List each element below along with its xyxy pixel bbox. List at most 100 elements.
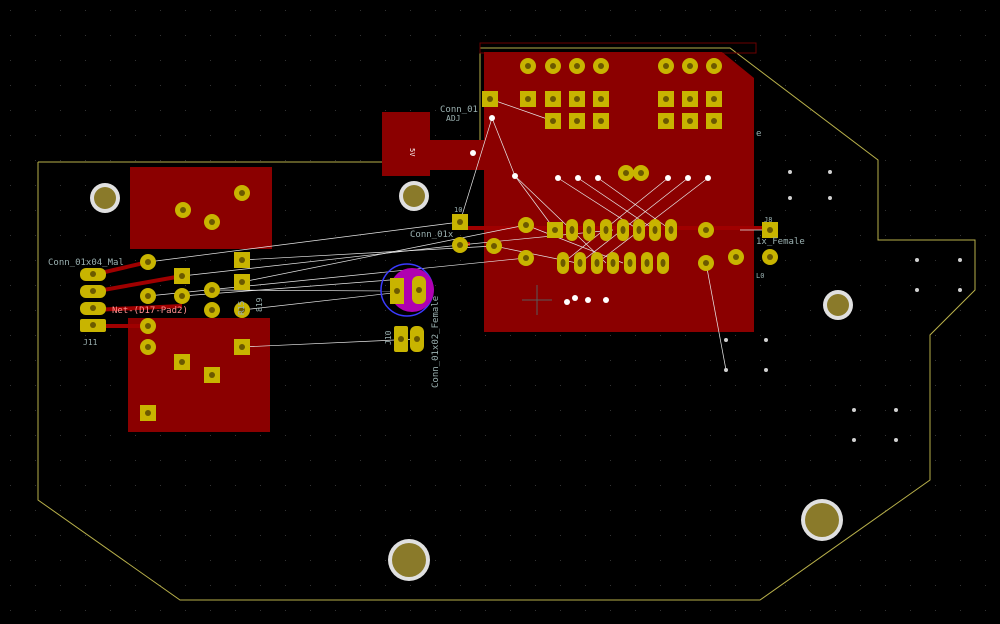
pad-icon[interactable]	[569, 113, 585, 129]
pad-icon[interactable]	[607, 252, 619, 274]
pad-icon[interactable]	[617, 219, 629, 241]
label-ref-819: 819	[255, 297, 264, 312]
label-conn-mid: Conn_01x	[410, 230, 454, 240]
pad-icon[interactable]	[204, 367, 220, 383]
mounting-holes	[90, 181, 853, 581]
pad-icon[interactable]	[658, 58, 674, 74]
pad-icon[interactable]	[706, 113, 722, 129]
pad-icon[interactable]	[547, 222, 563, 238]
net-label: Net-(D17-Pad2)	[112, 306, 188, 316]
label-ref-j8: J8	[764, 216, 772, 224]
pad-icon[interactable]	[665, 219, 677, 241]
pad-icon[interactable]	[574, 252, 586, 274]
label-conn-vertical: Conn_01x02_Female	[431, 296, 441, 388]
pad-icon[interactable]	[633, 165, 649, 181]
pad-icon[interactable]	[520, 91, 536, 107]
pad-icon[interactable]	[520, 58, 536, 74]
pad-icon[interactable]	[566, 219, 578, 241]
label-ref-10: 10	[454, 206, 462, 214]
label-conn-right-e: e	[756, 129, 761, 139]
pad-icon[interactable]	[545, 113, 561, 129]
pad-icon[interactable]	[140, 318, 156, 334]
pad-icon[interactable]	[762, 222, 778, 238]
pad-icon[interactable]	[545, 91, 561, 107]
label-ref-j10: J10	[384, 330, 393, 345]
pad-icon[interactable]	[591, 252, 603, 274]
mounting-hole-icon	[801, 499, 843, 541]
pad-icon[interactable]	[175, 202, 191, 218]
pad-icon[interactable]	[452, 237, 468, 253]
silkscreen-labels: Conn_01 ADJ Conn_01x 1x_Female e Conn_01…	[48, 105, 805, 388]
pad-icon[interactable]	[593, 113, 609, 129]
pad-icon[interactable]	[545, 58, 561, 74]
pad-icon[interactable]	[482, 91, 498, 107]
pad-icon[interactable]	[234, 252, 250, 268]
pad-icon[interactable]	[204, 214, 220, 230]
pad-icon[interactable]	[593, 91, 609, 107]
pad-icon[interactable]	[234, 185, 250, 201]
crosshair-icon	[522, 285, 552, 315]
label-conn-top-suffix: ADJ	[446, 114, 460, 123]
pad-icon[interactable]	[633, 219, 645, 241]
pad-icon[interactable]	[452, 214, 468, 230]
mounting-hole-icon	[823, 290, 853, 320]
pad-icon[interactable]	[234, 274, 250, 290]
pad-icon[interactable]	[569, 91, 585, 107]
pad-icon[interactable]	[583, 219, 595, 241]
pad-icon[interactable]	[557, 252, 569, 274]
pad-icon[interactable]	[174, 268, 190, 284]
pad-icon[interactable]	[706, 58, 722, 74]
regulator-label: 5V	[408, 148, 416, 157]
pad-icon[interactable]	[658, 113, 674, 129]
pad-icon[interactable]	[234, 302, 250, 318]
pad-icon[interactable]	[698, 255, 714, 271]
pad-icon[interactable]	[658, 91, 674, 107]
pad-icon[interactable]	[518, 217, 534, 233]
connector-conn-01x02[interactable]	[380, 263, 434, 317]
pad-icon[interactable]	[204, 302, 220, 318]
pad-icon[interactable]	[518, 250, 534, 266]
pad-icon[interactable]	[624, 252, 636, 274]
pad-icon[interactable]	[140, 254, 156, 270]
pad-icon[interactable]	[649, 219, 661, 241]
pad-icon[interactable]	[593, 58, 609, 74]
mounting-hole-icon	[90, 183, 120, 213]
pad-icon[interactable]	[140, 339, 156, 355]
label-ref-r15: R15	[237, 300, 246, 315]
pad-icon[interactable]	[618, 165, 634, 181]
pad-icon[interactable]	[600, 219, 612, 241]
pad-icon[interactable]	[682, 91, 698, 107]
pad-icon[interactable]	[706, 91, 722, 107]
copper-pour-left-top[interactable]	[130, 167, 272, 249]
label-ref-j11: J11	[83, 338, 98, 347]
label-conn-right: 1x_Female	[756, 237, 805, 247]
pad-icon[interactable]	[486, 238, 502, 254]
mounting-hole-icon	[399, 181, 429, 211]
pad-icon[interactable]	[174, 288, 190, 304]
connector-j10[interactable]	[394, 326, 424, 352]
pad-icon[interactable]	[204, 282, 220, 298]
label-conn-left: Conn_01x04_Mal	[48, 258, 124, 268]
pad-icon[interactable]	[682, 58, 698, 74]
label-ref-l0: L0	[756, 272, 764, 280]
connector-j11[interactable]	[80, 268, 106, 332]
pad-icon[interactable]	[174, 354, 190, 370]
pad-icon[interactable]	[728, 249, 744, 265]
pad-icon[interactable]	[140, 288, 156, 304]
pad-icon[interactable]	[698, 222, 714, 238]
pad-icon[interactable]	[641, 252, 653, 274]
vias	[470, 115, 962, 442]
pad-icon[interactable]	[762, 249, 778, 265]
mounting-hole-icon	[388, 539, 430, 581]
pad-icon[interactable]	[140, 405, 156, 421]
pads[interactable]	[140, 58, 778, 421]
pad-icon[interactable]	[682, 113, 698, 129]
board-outline	[37, 47, 976, 601]
label-conn-top: Conn_01	[440, 105, 478, 115]
pad-icon[interactable]	[569, 58, 585, 74]
pad-icon[interactable]	[234, 339, 250, 355]
pad-icon[interactable]	[657, 252, 669, 274]
copper-pour-regulator[interactable]: 5V	[382, 112, 484, 176]
